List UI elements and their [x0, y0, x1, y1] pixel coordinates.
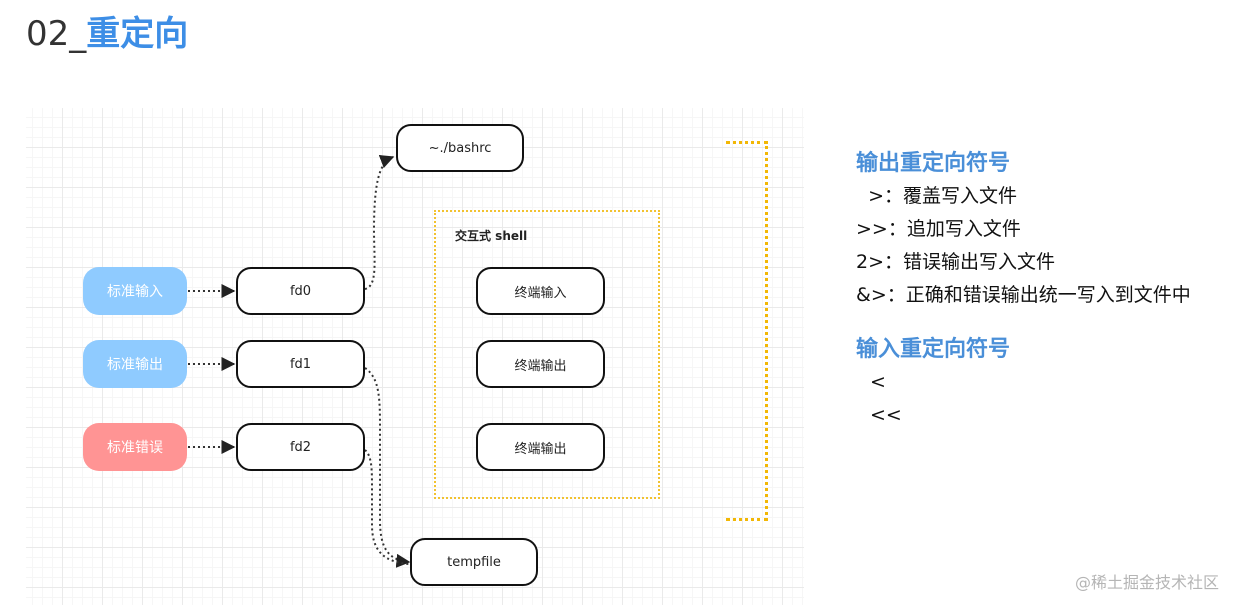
output-item-error: 2>：错误输出写入文件 — [856, 246, 1191, 279]
title-number: 02_ — [26, 14, 87, 54]
terminal-error-label: 终端输出 — [514, 441, 567, 457]
bashrc-box: ~./bashrc — [396, 124, 524, 172]
fd2-box: fd2 — [236, 423, 365, 471]
output-item-desc: 覆盖写入文件 — [903, 185, 1018, 207]
dotted-bracket — [726, 141, 768, 521]
tempfile-label: tempfile — [447, 554, 501, 570]
tempfile-box: tempfile — [410, 538, 538, 586]
output-item-symbol: >： — [856, 185, 903, 207]
explanation-panel: 输出重定向符号 >：覆盖写入文件 >>：追加写入文件 2>：错误输出写入文件 &… — [856, 148, 1191, 432]
watermark: @稀土掘金技术社区 — [1074, 573, 1219, 592]
source-stdin: 标准输入 — [83, 267, 187, 315]
source-stdout: 标准输出 — [83, 340, 187, 388]
terminal-output-box: 终端输出 — [476, 340, 605, 388]
source-stdin-label: 标准输入 — [107, 284, 163, 300]
fd2-label: fd2 — [289, 439, 312, 455]
output-item-both: &>：正确和错误输出统一写入到文件中 — [856, 279, 1191, 312]
diagram-canvas — [26, 108, 804, 605]
shell-frame — [434, 210, 660, 499]
output-item-desc: 追加写入文件 — [906, 218, 1021, 240]
output-item-append: >>：追加写入文件 — [856, 213, 1191, 246]
bashrc-label: ~./bashrc — [428, 140, 492, 156]
fd1-label: fd1 — [289, 356, 312, 372]
fd0-label: fd0 — [289, 283, 312, 299]
shell-label: 交互式 shell — [455, 229, 528, 243]
output-item-symbol: >>： — [856, 218, 907, 240]
terminal-output-label: 终端输出 — [514, 358, 567, 374]
page-title: 02_重定向 — [26, 12, 188, 56]
output-item-symbol: 2>： — [856, 251, 904, 273]
terminal-error-box: 终端输出 — [476, 423, 605, 471]
source-stderr-label: 标准错误 — [107, 440, 163, 456]
fd0-box: fd0 — [236, 267, 365, 315]
fd1-box: fd1 — [236, 340, 365, 388]
output-redirect-title: 输出重定向符号 — [856, 151, 1011, 176]
source-stderr: 标准错误 — [83, 423, 187, 471]
output-item-overwrite: >：覆盖写入文件 — [856, 180, 1191, 213]
terminal-input-label: 终端输入 — [514, 285, 567, 301]
title-text: 重定向 — [86, 14, 189, 54]
output-item-desc: 错误输出写入文件 — [903, 251, 1056, 273]
output-item-symbol: &>： — [856, 284, 906, 306]
output-item-desc: 正确和错误输出统一写入到文件中 — [905, 284, 1191, 306]
source-stdout-label: 标准输出 — [107, 357, 163, 373]
terminal-input-box: 终端输入 — [476, 267, 605, 315]
input-redirect-title: 输入重定向符号 — [856, 337, 1011, 362]
input-item-double: << — [870, 404, 902, 426]
input-item-single: < — [870, 371, 886, 393]
